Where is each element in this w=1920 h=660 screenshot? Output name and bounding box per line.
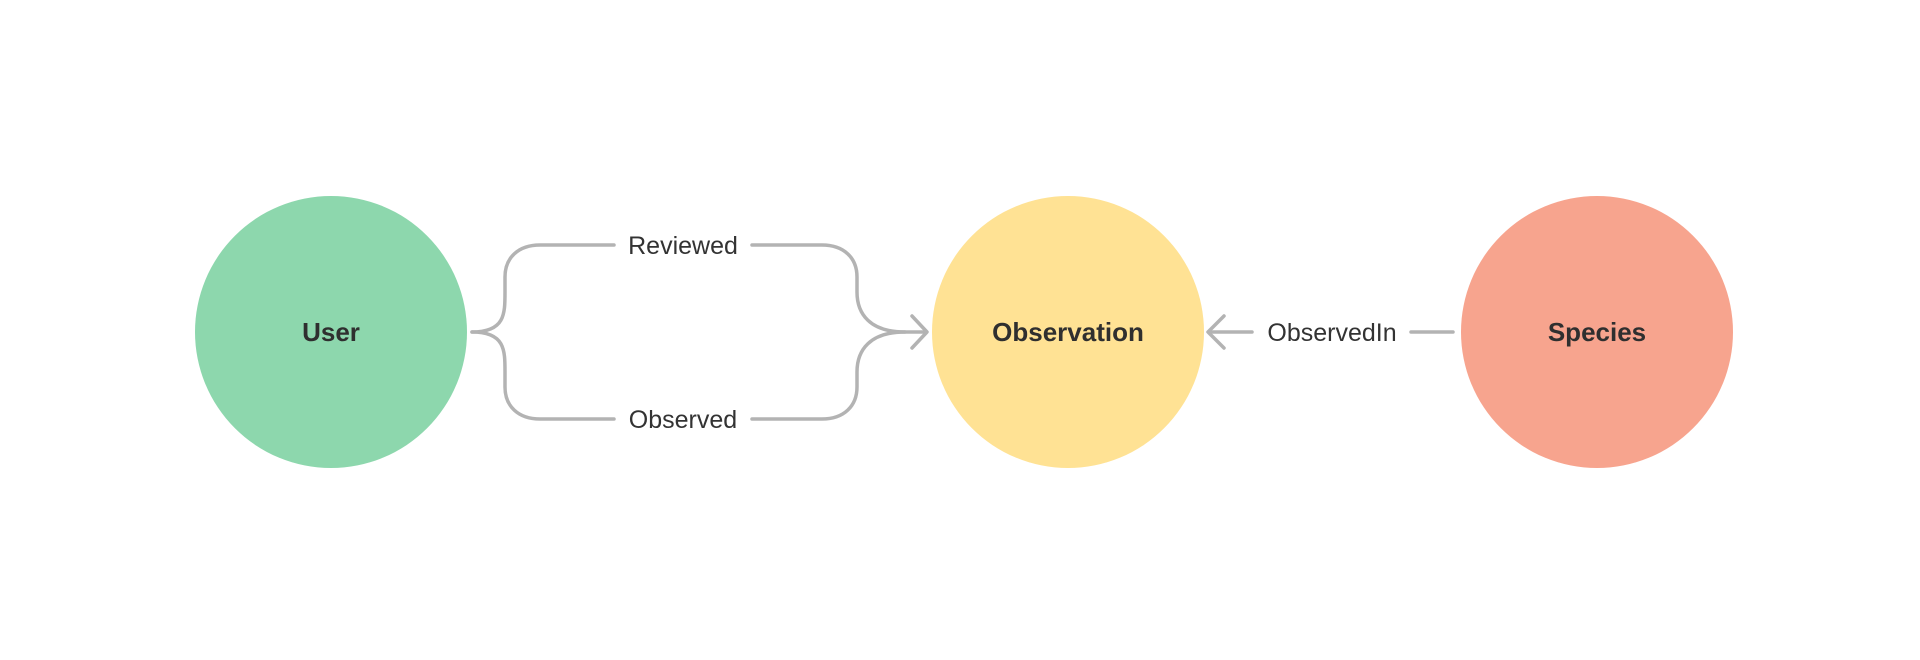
edge-reviewed: Reviewed	[470, 232, 927, 334]
edge-observed-line	[470, 330, 616, 421]
edge-observed-in-label: ObservedIn	[1267, 319, 1396, 347]
edge-observed-line-right	[750, 330, 907, 421]
node-observation-circle	[932, 196, 1204, 468]
node-species: Species	[1461, 196, 1733, 468]
node-species-circle	[1461, 196, 1733, 468]
node-user-circle	[195, 196, 467, 468]
edge-observed-label: Observed	[629, 406, 737, 434]
node-observation: Observation	[932, 196, 1204, 468]
node-user-label: User	[302, 317, 360, 347]
edge-reviewed-line	[470, 243, 616, 334]
arrowhead-species-to-observation	[1206, 314, 1226, 350]
edge-observed-in: ObservedIn	[1206, 314, 1455, 350]
node-observation-label: Observation	[992, 317, 1144, 347]
edge-observed: Observed	[470, 330, 907, 434]
arrowhead-user-to-observation	[910, 314, 929, 350]
edge-reviewed-line-right	[750, 243, 927, 334]
node-species-label: Species	[1548, 317, 1646, 347]
node-user: User	[195, 196, 467, 468]
edge-reviewed-label: Reviewed	[628, 232, 738, 260]
